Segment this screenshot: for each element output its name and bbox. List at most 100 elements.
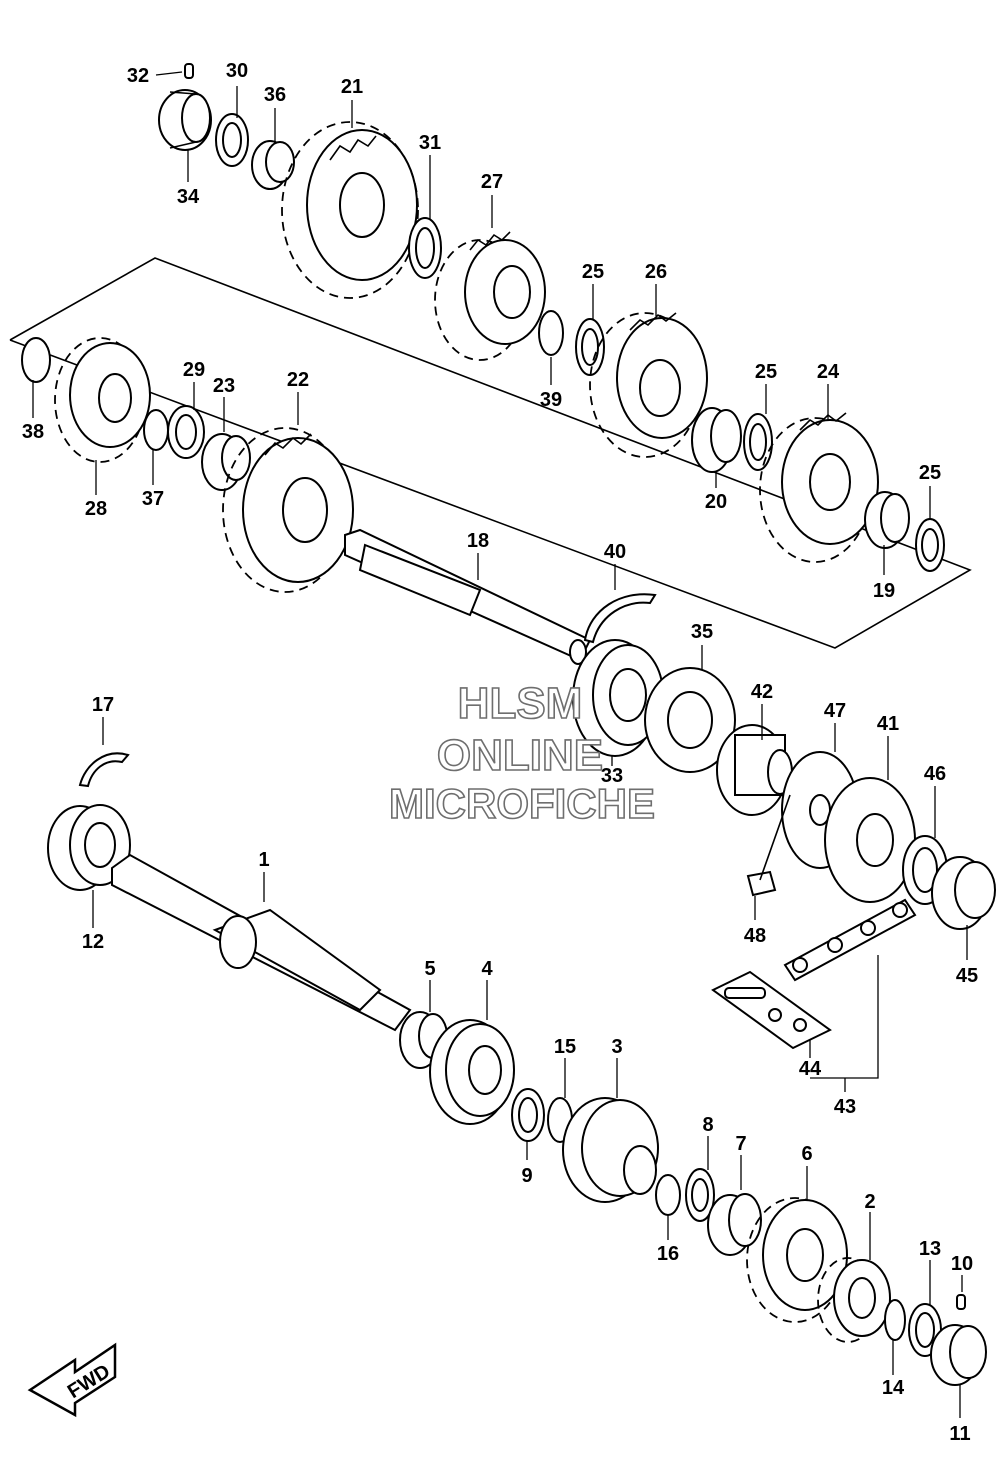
part-25a-washer[interactable] (575, 318, 605, 376)
label-3: 3 (611, 1036, 622, 1058)
part-20-bearing[interactable] (691, 407, 742, 473)
part-18-countershaft[interactable] (344, 528, 592, 665)
part-6-gear[interactable] (746, 1197, 848, 1323)
label-15: 15 (554, 1036, 576, 1058)
label-4: 4 (481, 958, 493, 980)
label-38: 38 (22, 421, 44, 443)
part-42-spacer[interactable] (716, 724, 793, 816)
label-11: 11 (949, 1423, 970, 1445)
label-26: 26 (645, 261, 667, 283)
label-31: 31 (419, 132, 441, 154)
part-8-washer[interactable] (685, 1168, 715, 1222)
part-11-bushing[interactable] (930, 1324, 987, 1386)
part-3-gear[interactable] (562, 1097, 659, 1203)
part-2-gear[interactable] (817, 1257, 891, 1343)
label-5: 5 (424, 958, 435, 980)
label-25c: 25 (919, 462, 941, 484)
watermark: HLSM ONLINE MICROFICHE (388, 678, 656, 828)
label-28: 28 (85, 498, 107, 520)
countershaft-group-outline (9, 257, 972, 649)
label-46: 46 (924, 763, 946, 785)
label-25a: 25 (582, 261, 604, 283)
label-47: 47 (824, 700, 846, 722)
part-1-main-shaft[interactable] (111, 853, 412, 1032)
label-7: 7 (735, 1133, 746, 1155)
part-25b-washer[interactable] (743, 413, 773, 471)
label-37: 37 (142, 488, 164, 510)
part-28-gear[interactable] (54, 337, 151, 463)
label-16: 16 (657, 1243, 679, 1265)
part-38-circlip[interactable] (21, 337, 51, 383)
label-9: 9 (521, 1165, 532, 1187)
label-43: 43 (834, 1096, 856, 1118)
part-35-seal[interactable] (644, 667, 736, 773)
part-32-pin[interactable] (184, 63, 194, 79)
label-30: 30 (226, 60, 248, 82)
label-35: 35 (691, 621, 713, 643)
label-19: 19 (873, 580, 895, 602)
watermark-line3: MICROFICHE (389, 780, 655, 827)
label-1: 1 (258, 849, 269, 871)
label-6: 6 (801, 1143, 812, 1165)
label-42: 42 (751, 681, 773, 703)
label-22: 22 (287, 369, 309, 391)
label-48: 48 (744, 925, 766, 947)
part-24-gear[interactable] (759, 412, 879, 563)
label-10: 10 (951, 1253, 973, 1275)
part-12-bearing[interactable] (47, 804, 131, 891)
part-22-gear[interactable] (222, 427, 354, 593)
part-48-bolt[interactable] (746, 794, 791, 897)
label-14: 14 (882, 1377, 905, 1399)
label-13: 13 (919, 1238, 941, 1260)
label-23: 23 (213, 375, 235, 397)
part-10-pin[interactable] (956, 1294, 966, 1310)
label-18: 18 (467, 530, 489, 552)
part-37-circlip[interactable] (143, 409, 169, 451)
part-17-circlip[interactable] (78, 752, 130, 788)
part-43-chain[interactable] (783, 898, 917, 982)
label-36: 36 (264, 84, 286, 106)
label-41: 41 (877, 713, 899, 735)
part-34-bushing[interactable] (158, 89, 212, 151)
part-30-washer[interactable] (215, 113, 249, 167)
part-16-circlip[interactable] (655, 1174, 681, 1216)
label-29: 29 (183, 359, 205, 381)
label-2: 2 (864, 1191, 875, 1213)
fwd-arrow-icon: FWD (27, 1342, 117, 1418)
part-41-sprocket[interactable] (824, 777, 916, 903)
part-45-collar[interactable] (931, 856, 996, 930)
part-36-bushing[interactable] (251, 140, 295, 190)
part-25c-washer[interactable] (915, 518, 945, 572)
part-26-gear[interactable] (589, 312, 708, 458)
part-29-washer[interactable] (167, 405, 205, 459)
label-27: 27 (481, 171, 503, 193)
label-39: 39 (540, 389, 562, 411)
part-27-gear[interactable] (434, 231, 546, 361)
part-9-washer[interactable] (511, 1088, 545, 1142)
label-20: 20 (705, 491, 727, 513)
part-labels: 32 30 36 21 31 34 27 25 26 39 25 24 29 2… (22, 60, 978, 1445)
label-17: 17 (92, 694, 114, 716)
label-24: 24 (817, 361, 840, 383)
label-12: 12 (82, 931, 104, 953)
part-23-bushing[interactable] (201, 433, 251, 491)
part-21-gear[interactable] (281, 121, 419, 299)
label-32: 32 (127, 65, 149, 87)
label-40: 40 (604, 541, 626, 563)
label-44: 44 (799, 1058, 822, 1080)
part-4-gear[interactable] (429, 1019, 515, 1125)
label-8: 8 (702, 1114, 713, 1136)
watermark-line2: ONLINE (437, 731, 603, 780)
watermark-line1: HLSM (458, 679, 583, 728)
part-31-washer[interactable] (408, 217, 442, 279)
part-40-circlip[interactable] (583, 593, 657, 644)
label-25b: 25 (755, 361, 777, 383)
label-34: 34 (177, 186, 200, 208)
part-39-circlip[interactable] (538, 310, 564, 356)
part-14-circlip[interactable] (884, 1299, 906, 1341)
label-45: 45 (956, 965, 978, 987)
part-7-bearing[interactable] (707, 1193, 762, 1256)
part-19-bearing[interactable] (864, 491, 910, 549)
part-44-chain-joint[interactable] (711, 970, 832, 1050)
